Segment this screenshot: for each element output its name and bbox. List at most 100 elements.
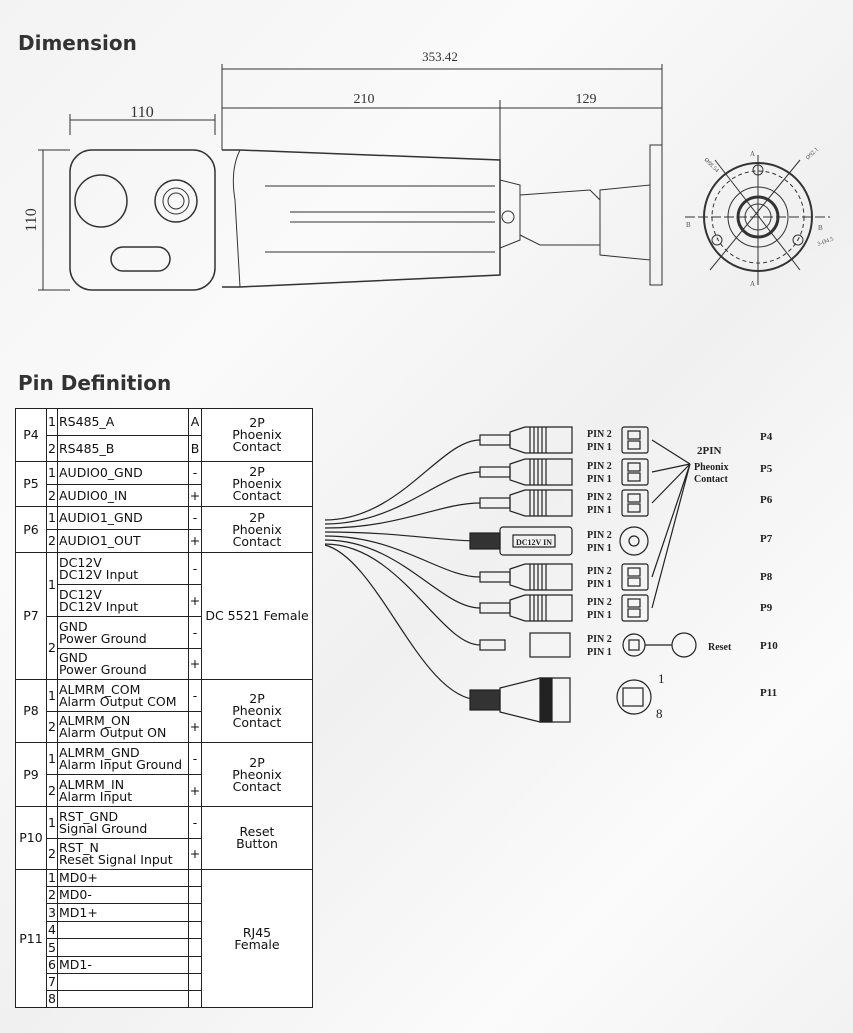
pin-row: 4 bbox=[16, 921, 313, 939]
front-width-label: 110 bbox=[130, 104, 153, 121]
phoenix-plug-body bbox=[509, 594, 573, 622]
dc-plug-body bbox=[499, 526, 573, 556]
section-b-right: B bbox=[818, 224, 823, 232]
reset-button-icon bbox=[628, 639, 640, 651]
terminal-cable bbox=[479, 434, 511, 446]
terminal-cable bbox=[479, 497, 511, 509]
pin2-label: PIN 2 bbox=[587, 461, 612, 472]
rj45-socket-port-icon bbox=[622, 687, 644, 707]
side-view: 353.42 210 129 bbox=[221, 49, 663, 288]
pin-polarity: + bbox=[188, 774, 202, 807]
pin-name: AUDIO1_OUT bbox=[57, 529, 189, 553]
pin-number: 8 bbox=[46, 990, 58, 1008]
port-label-p10: P10 bbox=[760, 640, 778, 652]
dc-jack-icon bbox=[619, 526, 649, 556]
socket-pin2-icon bbox=[627, 462, 641, 472]
port-label-p11: P11 bbox=[760, 687, 777, 699]
pin-name: RS485_A bbox=[57, 408, 189, 436]
pin2-label: PIN 2 bbox=[587, 492, 612, 503]
port-label: P8 bbox=[15, 679, 47, 743]
rj45-boot bbox=[469, 689, 501, 711]
rj45-plug-band bbox=[539, 677, 553, 723]
socket-pin2-icon bbox=[627, 493, 641, 503]
cable-wire bbox=[324, 535, 481, 578]
pin1-label: PIN 1 bbox=[587, 442, 612, 453]
terminal-cable bbox=[479, 466, 511, 478]
port-label-p7: P7 bbox=[760, 533, 773, 545]
phoenix-callout-line bbox=[651, 463, 691, 504]
pin-row: 8 bbox=[16, 990, 313, 1008]
port-label: P10 bbox=[15, 806, 47, 870]
pin1-label: PIN 1 bbox=[587, 543, 612, 554]
phoenix-plug-body bbox=[509, 426, 573, 454]
phoenix-callout-line bbox=[651, 463, 691, 609]
cable-wire bbox=[324, 471, 481, 525]
socket-pin1-icon bbox=[627, 503, 641, 513]
reset-button-round-icon bbox=[671, 632, 697, 658]
dc-jack-pin-icon bbox=[628, 535, 640, 547]
front-view: 110 110 bbox=[23, 104, 216, 291]
reset-label: Reset bbox=[708, 642, 732, 653]
port-label-p9: P9 bbox=[760, 602, 773, 614]
phoenix-callout-line bbox=[651, 463, 691, 473]
rj45-socket-icon bbox=[616, 679, 652, 715]
cable-wire bbox=[324, 539, 481, 609]
pin1-label: PIN 1 bbox=[587, 610, 612, 621]
phoenix-label-name: Pheonix bbox=[694, 462, 728, 473]
dc-plug-label: DC12V IN bbox=[516, 538, 552, 547]
dimension-drawing: 110 110 353.42 210 129 A A B B bbox=[23, 49, 835, 291]
pin-polarity: + bbox=[188, 838, 202, 870]
socket-pin1-icon bbox=[627, 440, 641, 450]
holes-label: 3-Ø4.5 bbox=[817, 236, 835, 247]
reset-plug-body bbox=[529, 632, 571, 658]
dimension-heading: Dimension bbox=[18, 31, 137, 55]
connector-type: DC 5521 Female bbox=[201, 552, 313, 680]
pin-definition-heading: Pin Definition bbox=[18, 371, 172, 395]
section-b-left: B bbox=[686, 221, 691, 229]
pin-polarity bbox=[188, 990, 202, 1008]
phoenix-socket-icon bbox=[621, 594, 649, 622]
pin2-label: PIN 2 bbox=[587, 530, 612, 541]
cable-wire bbox=[324, 544, 481, 701]
terminal-cable bbox=[479, 602, 511, 614]
cable-wire bbox=[324, 502, 481, 529]
terminal-cable bbox=[479, 571, 511, 583]
phoenix-socket-icon bbox=[621, 489, 649, 517]
phoenix-plug-body bbox=[509, 458, 573, 486]
pin2-label: PIN 2 bbox=[587, 597, 612, 608]
reset-connector-icon bbox=[622, 633, 646, 657]
pin2-label: PIN 2 bbox=[587, 566, 612, 577]
rj45-pin-first: 1 bbox=[658, 671, 665, 686]
pin-name: AUDIO1_GND bbox=[57, 506, 189, 530]
cable-wire bbox=[324, 543, 481, 646]
port-label-p6: P6 bbox=[760, 494, 773, 506]
body-length-label: 210 bbox=[354, 92, 375, 107]
port-label-p4: P4 bbox=[760, 431, 773, 443]
cable-wire bbox=[324, 531, 481, 542]
port-label-p5: P5 bbox=[760, 463, 773, 475]
phoenix-label-2pin: 2PIN bbox=[697, 445, 722, 457]
phoenix-socket-icon bbox=[621, 458, 649, 486]
